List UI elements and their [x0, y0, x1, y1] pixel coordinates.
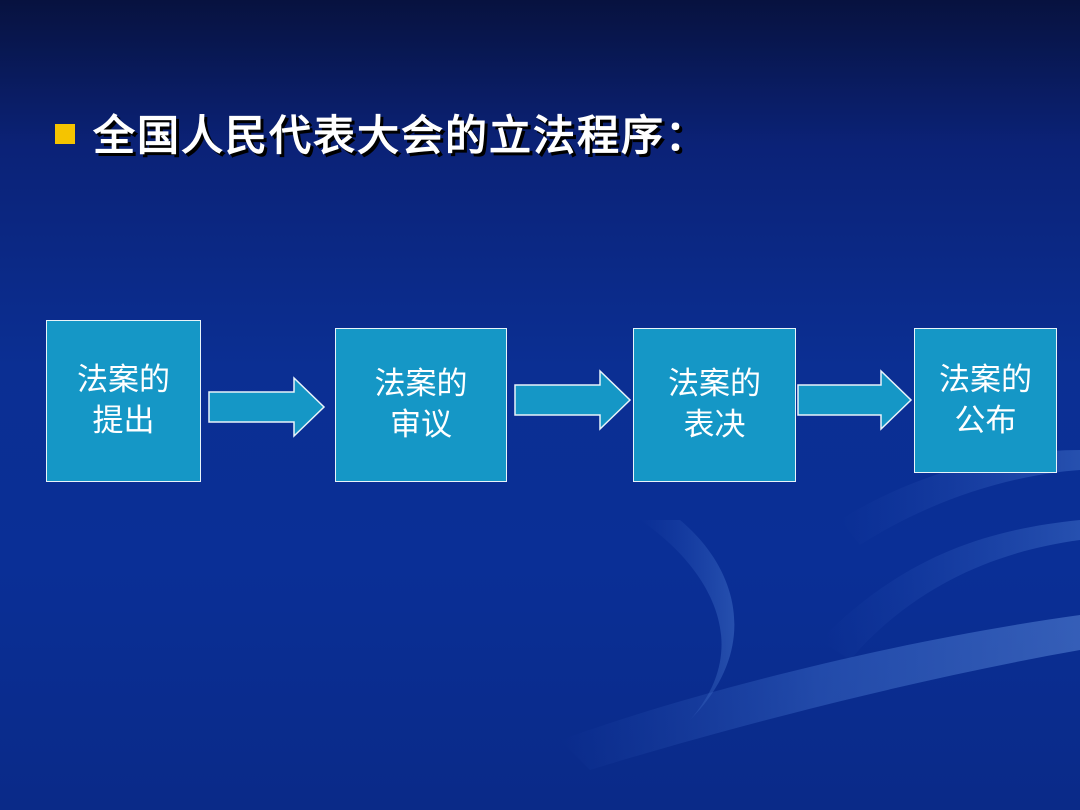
step-box-vote: 法案的 表决	[633, 328, 796, 482]
step-box-vote-line2: 表决	[683, 407, 746, 443]
step-box-review-line1: 法案的	[374, 366, 468, 402]
slide-title: 全国人民代表大会的立法程序：	[93, 110, 710, 160]
step-box-proposal-line1: 法案的	[77, 362, 170, 398]
step-box-review: 法案的 审议	[335, 328, 507, 482]
step-box-promulgation: 法案的 公布	[914, 328, 1057, 473]
right-arrow-icon	[208, 376, 326, 438]
step-box-promulgation-line1: 法案的	[939, 361, 1032, 398]
step-box-proposal: 法案的 提出	[46, 320, 201, 482]
square-bullet-icon	[55, 124, 75, 144]
step-box-proposal-line2: 提出	[92, 403, 155, 439]
step-box-review-line2: 审议	[390, 407, 452, 443]
right-arrow-icon	[514, 369, 632, 431]
title-row: 全国人民代表大会的立法程序：	[55, 104, 709, 160]
step-box-vote-line1: 法案的	[668, 366, 761, 402]
step-box-promulgation-line2: 公布	[954, 402, 1017, 439]
right-arrow-icon	[797, 369, 913, 431]
